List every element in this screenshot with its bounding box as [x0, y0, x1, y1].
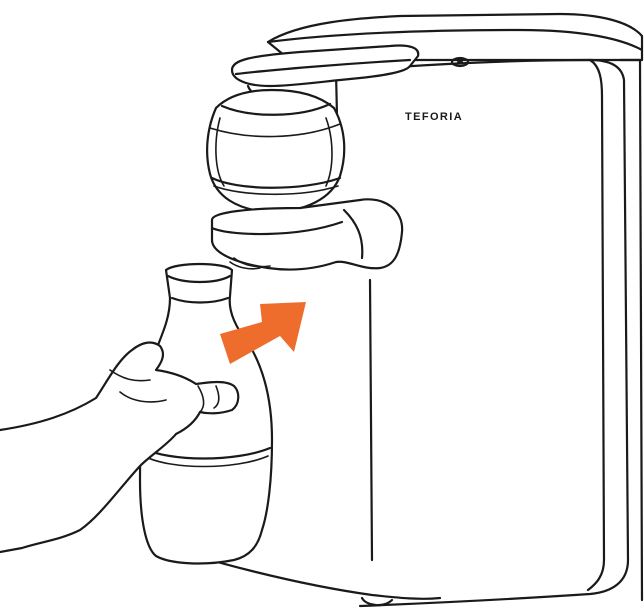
insert-direction-arrow-icon — [220, 302, 306, 364]
brand-label: TEFORIA — [405, 111, 463, 123]
infuser-assembly — [207, 45, 418, 269]
infuser-globe — [207, 90, 344, 212]
